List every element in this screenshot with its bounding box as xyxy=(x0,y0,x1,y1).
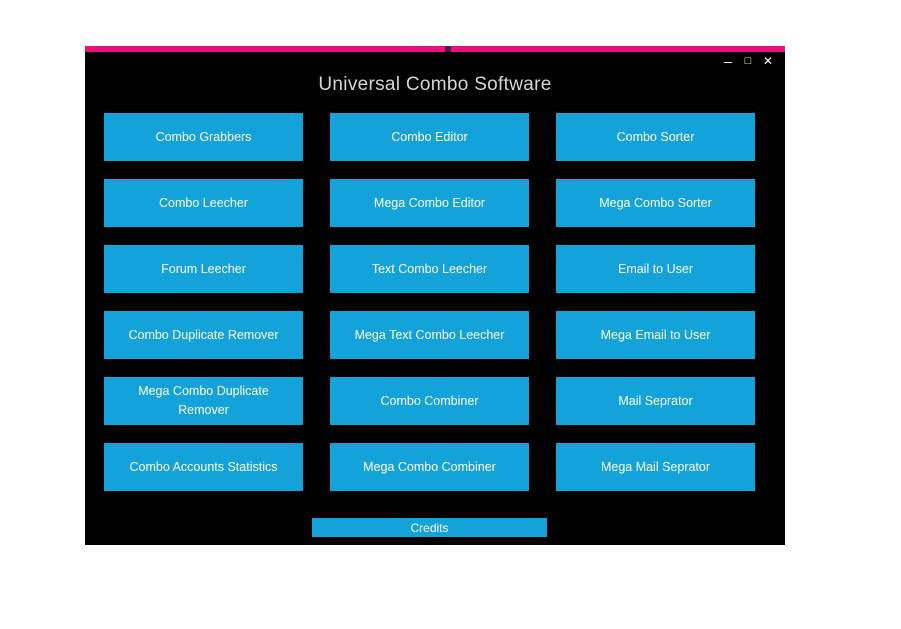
button-grid: Combo Grabbers Combo Editor Combo Sorter… xyxy=(104,113,755,491)
button-combo-editor[interactable]: Combo Editor xyxy=(330,113,529,161)
button-combo-accounts-statistics[interactable]: Combo Accounts Statistics xyxy=(104,443,303,491)
button-mega-email-to-user[interactable]: Mega Email to User xyxy=(556,311,755,359)
button-combo-grabbers[interactable]: Combo Grabbers xyxy=(104,113,303,161)
titlebar-accent-gap xyxy=(445,46,451,52)
button-mega-mail-seprator[interactable]: Mega Mail Seprator xyxy=(556,443,755,491)
maximize-icon[interactable]: □ xyxy=(744,54,752,67)
button-mega-combo-duplicate-remover[interactable]: Mega Combo Duplicate Remover xyxy=(104,377,303,425)
button-email-to-user[interactable]: Email to User xyxy=(556,245,755,293)
window-controls: – □ ✕ xyxy=(721,54,775,68)
titlebar-accent-bar xyxy=(85,46,785,52)
page-title: Universal Combo Software xyxy=(318,74,552,95)
button-mega-combo-combiner[interactable]: Mega Combo Combiner xyxy=(330,443,529,491)
close-icon[interactable]: ✕ xyxy=(762,54,774,68)
credits-button[interactable]: Credits xyxy=(312,518,547,537)
button-mega-text-combo-leecher[interactable]: Mega Text Combo Leecher xyxy=(330,311,529,359)
minimize-icon[interactable]: – xyxy=(724,53,732,69)
button-mail-seprator[interactable]: Mail Seprator xyxy=(556,377,755,425)
button-forum-leecher[interactable]: Forum Leecher xyxy=(104,245,303,293)
button-text-combo-leecher[interactable]: Text Combo Leecher xyxy=(330,245,529,293)
app-window: – □ ✕ Universal Combo Software Combo Gra… xyxy=(85,46,785,545)
button-combo-leecher[interactable]: Combo Leecher xyxy=(104,179,303,227)
button-combo-sorter[interactable]: Combo Sorter xyxy=(556,113,755,161)
button-mega-combo-sorter[interactable]: Mega Combo Sorter xyxy=(556,179,755,227)
button-combo-combiner[interactable]: Combo Combiner xyxy=(330,377,529,425)
button-mega-combo-editor[interactable]: Mega Combo Editor xyxy=(330,179,529,227)
button-combo-duplicate-remover[interactable]: Combo Duplicate Remover xyxy=(104,311,303,359)
